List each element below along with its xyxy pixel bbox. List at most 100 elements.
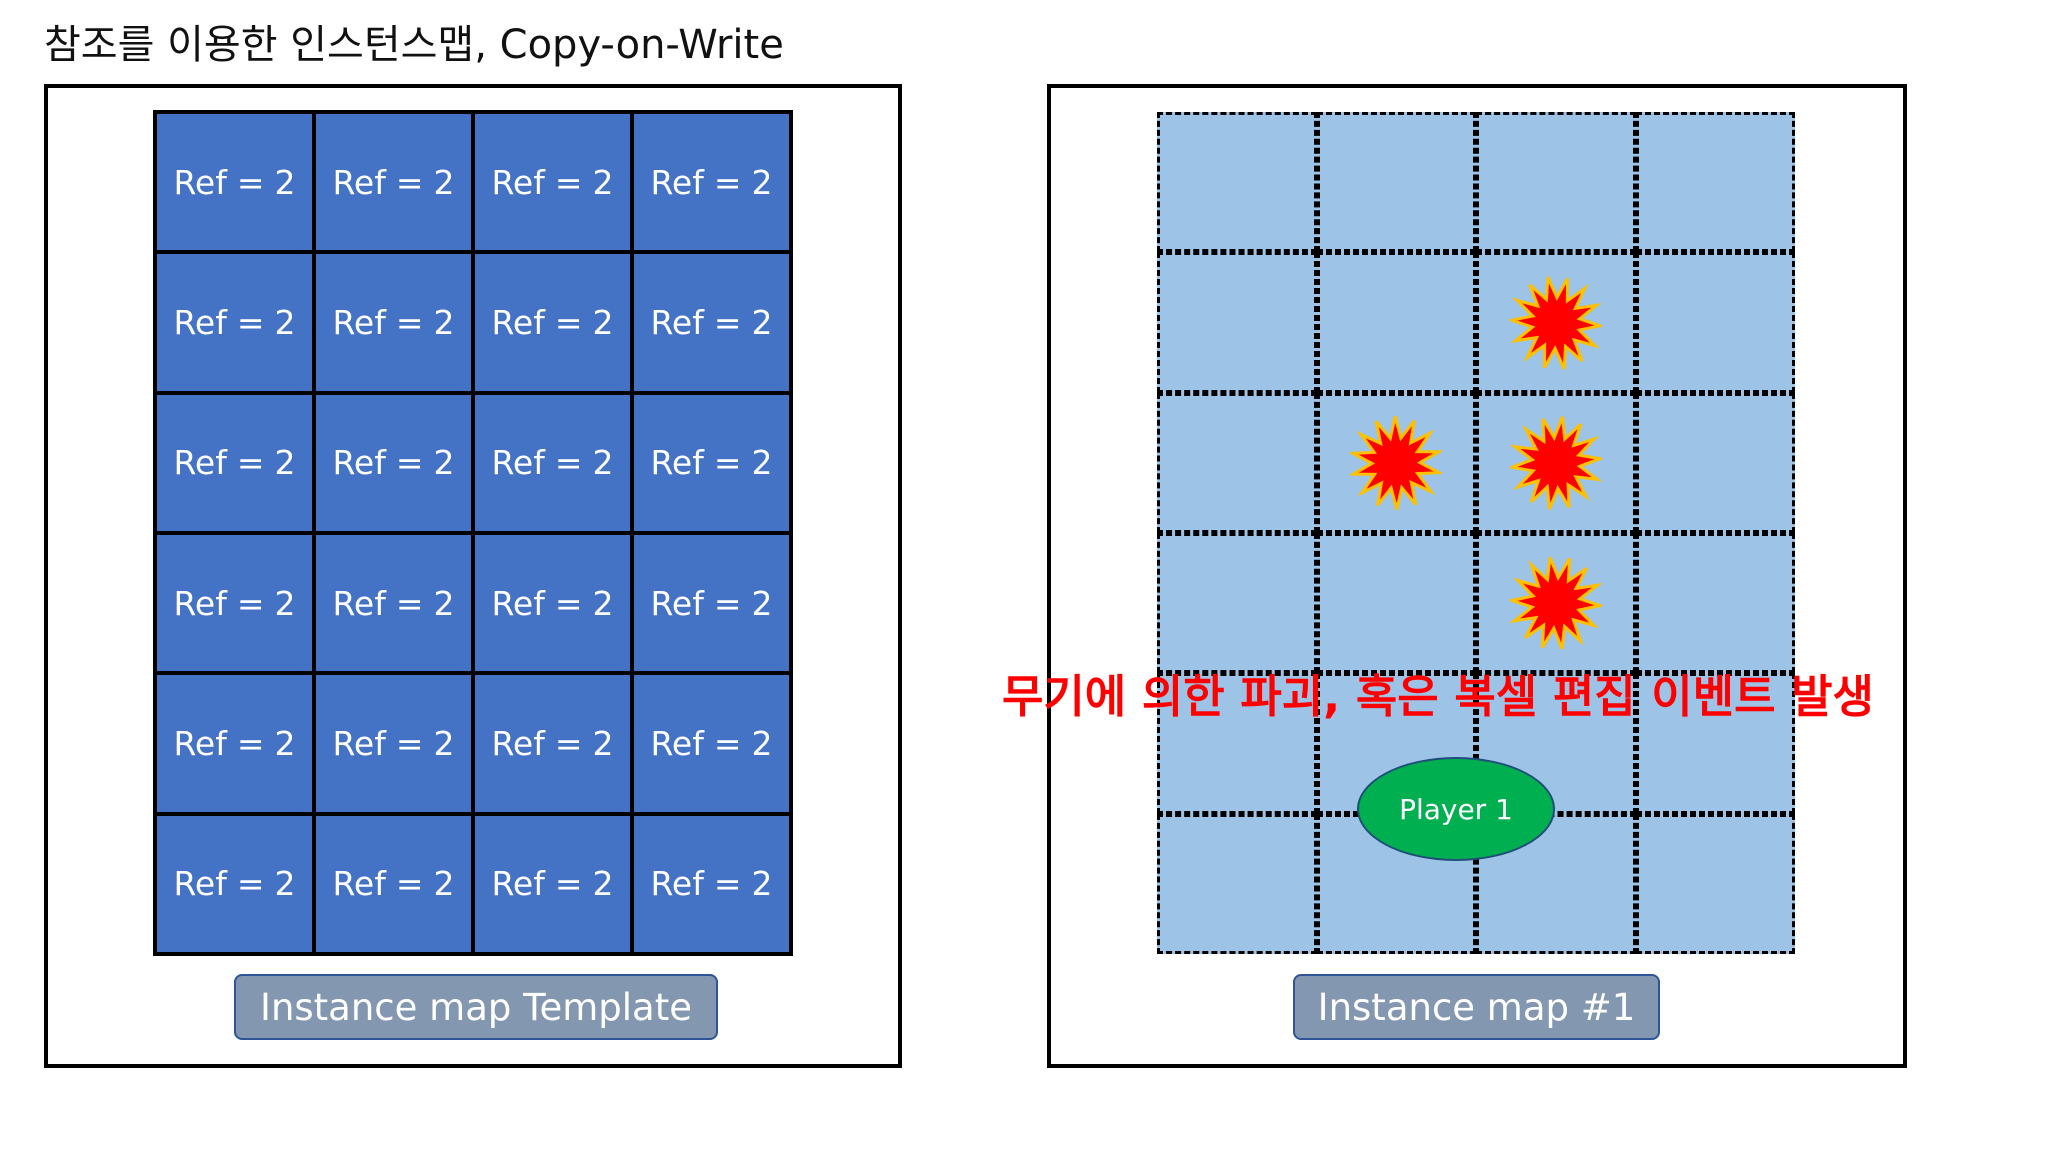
ref-val: 2 — [433, 443, 455, 483]
instance-cell — [1316, 112, 1476, 253]
ref-val: 2 — [274, 302, 296, 342]
instance-cell — [1316, 532, 1476, 674]
ref-op: = — [713, 162, 742, 202]
ref-key: Ref — [650, 443, 704, 483]
ref-op: = — [236, 162, 265, 202]
ref-key: Ref — [491, 302, 545, 342]
slide-title: 참조를 이용한 인스턴스맵, Copy-on-Write — [44, 22, 784, 68]
template-cell: Ref=2 — [314, 112, 473, 253]
instance-cell — [1157, 252, 1317, 393]
instance-cell — [1635, 813, 1795, 954]
ref-op: = — [236, 723, 265, 763]
ref-val: 2 — [751, 302, 773, 342]
ref-val: 2 — [274, 162, 296, 202]
explosion-icon — [1509, 276, 1602, 369]
instance-cell — [1635, 392, 1795, 533]
ref-op: = — [236, 443, 265, 483]
template-cell: Ref=2 — [632, 252, 791, 393]
ref-key: Ref — [491, 162, 545, 202]
ref-val: 2 — [592, 583, 614, 623]
ref-val: 2 — [433, 864, 455, 904]
ref-key: Ref — [650, 864, 704, 904]
instance-cell — [1157, 392, 1317, 533]
ref-key: Ref — [491, 723, 545, 763]
template-cell: Ref=2 — [314, 252, 473, 393]
ref-key: Ref — [332, 723, 386, 763]
instance-map-grid — [1157, 112, 1795, 954]
ref-val: 2 — [751, 723, 773, 763]
ref-val: 2 — [751, 864, 773, 904]
ref-val: 2 — [433, 162, 455, 202]
template-cell: Ref=2 — [155, 252, 314, 393]
template-cell: Ref=2 — [314, 673, 473, 814]
ref-key: Ref — [332, 302, 386, 342]
ref-key: Ref — [650, 162, 704, 202]
template-cell: Ref=2 — [473, 252, 632, 393]
event-annotation: 무기에 의한 파괴, 혹은 복셀 편집 이벤트 발생 — [1002, 670, 1874, 723]
ref-op: = — [713, 723, 742, 763]
player-marker: Player 1 — [1357, 757, 1555, 861]
player-label: Player 1 — [1399, 792, 1513, 826]
ref-op: = — [713, 864, 742, 904]
ref-op: = — [236, 583, 265, 623]
ref-op: = — [395, 162, 424, 202]
ref-key: Ref — [173, 723, 227, 763]
template-cell: Ref=2 — [314, 813, 473, 954]
ref-val: 2 — [751, 162, 773, 202]
template-cell: Ref=2 — [632, 112, 791, 253]
ref-val: 2 — [592, 864, 614, 904]
ref-op: = — [554, 162, 583, 202]
ref-op: = — [395, 583, 424, 623]
explosion-icon — [1509, 556, 1602, 650]
template-cell: Ref=2 — [314, 392, 473, 533]
instance-cell — [1157, 813, 1317, 954]
template-cell: Ref=2 — [632, 673, 791, 814]
ref-op: = — [395, 864, 424, 904]
ref-op: = — [236, 864, 265, 904]
ref-op: = — [554, 723, 583, 763]
ref-key: Ref — [173, 162, 227, 202]
ref-val: 2 — [592, 302, 614, 342]
ref-key: Ref — [650, 723, 704, 763]
ref-key: Ref — [173, 583, 227, 623]
ref-key: Ref — [173, 302, 227, 342]
instance-cell — [1635, 252, 1795, 393]
instance-cell — [1157, 673, 1317, 814]
ref-op: = — [395, 443, 424, 483]
template-cell: Ref=2 — [155, 813, 314, 954]
template-cell: Ref=2 — [314, 532, 473, 674]
ref-val: 2 — [592, 443, 614, 483]
template-cell: Ref=2 — [155, 112, 314, 253]
ref-key: Ref — [332, 583, 386, 623]
instance-map-label: Instance map #1 — [1293, 974, 1660, 1040]
ref-val: 2 — [433, 723, 455, 763]
ref-val: 2 — [274, 864, 296, 904]
ref-key: Ref — [491, 864, 545, 904]
template-cell: Ref=2 — [155, 392, 314, 533]
ref-val: 2 — [433, 302, 455, 342]
template-cell: Ref=2 — [632, 813, 791, 954]
ref-key: Ref — [332, 162, 386, 202]
ref-op: = — [554, 443, 583, 483]
ref-val: 2 — [751, 583, 773, 623]
ref-key: Ref — [332, 443, 386, 483]
instance-cell — [1157, 112, 1317, 253]
ref-key: Ref — [491, 583, 545, 623]
ref-op: = — [713, 443, 742, 483]
instance-cell — [1635, 532, 1795, 674]
ref-op: = — [395, 302, 424, 342]
ref-op: = — [554, 864, 583, 904]
template-cell: Ref=2 — [473, 673, 632, 814]
template-map-label: Instance map Template — [234, 974, 718, 1040]
template-cell: Ref=2 — [473, 532, 632, 674]
ref-key: Ref — [173, 864, 227, 904]
instance-cell — [1635, 673, 1795, 814]
ref-key: Ref — [173, 443, 227, 483]
template-cell: Ref=2 — [473, 813, 632, 954]
ref-val: 2 — [433, 583, 455, 623]
template-cell: Ref=2 — [473, 392, 632, 533]
ref-val: 2 — [592, 162, 614, 202]
ref-val: 2 — [592, 723, 614, 763]
instance-cell — [1316, 252, 1476, 393]
